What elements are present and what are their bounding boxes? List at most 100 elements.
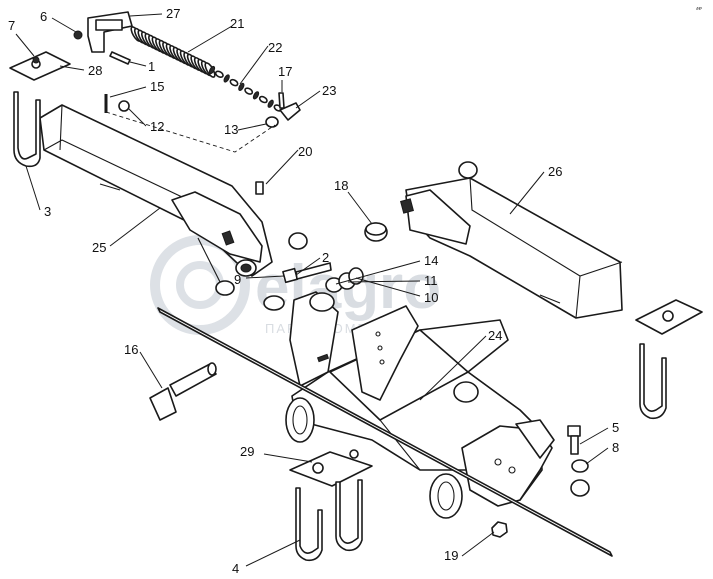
part-22-chain: [208, 65, 283, 112]
callout-label: 13: [224, 122, 238, 137]
callout-15: 15: [109, 79, 164, 98]
callout-label: 29: [240, 444, 254, 459]
part-2-bolt-assembly: [282, 262, 364, 293]
part-8-washer: [570, 459, 590, 497]
callout-label: 17: [278, 64, 292, 79]
part-24-main-frame: [285, 291, 555, 519]
callout-28: 28: [59, 63, 102, 78]
chain-link: [214, 70, 224, 78]
callout-leader-line: [15, 33, 35, 57]
part-6-screw: [73, 30, 83, 40]
chain-link: [208, 65, 216, 75]
callout-label: 25: [92, 240, 106, 255]
part-3-u-bolt-left: [13, 91, 41, 168]
part-17-bolt: [278, 92, 285, 109]
callout-label: 27: [166, 6, 180, 21]
part-25-left-arm: [39, 104, 273, 296]
callout-27: 27: [129, 6, 180, 21]
part-21-spring: [130, 26, 216, 78]
callout-leader-line: [265, 149, 299, 185]
callout-11: 11: [347, 273, 438, 288]
part-23-shackle: [279, 102, 301, 121]
part-5-bolt: [567, 425, 581, 455]
callout-16: 16: [124, 342, 163, 389]
callout-leader-line: [335, 260, 421, 285]
callout-20: 20: [265, 144, 312, 185]
callout-29: 29: [240, 444, 313, 463]
callout-2: 2: [295, 250, 329, 276]
callout-label: 19: [444, 548, 458, 563]
callout-leader-line: [187, 25, 233, 53]
u-bolt-right: [639, 343, 667, 420]
callout-label: 5: [612, 420, 619, 435]
callout-leader-line: [59, 65, 85, 71]
callout-leader-line: [139, 351, 163, 389]
callout-leader-line: [295, 90, 321, 109]
part-29-clamp-plate: [289, 449, 373, 487]
callout-leader-line: [509, 171, 545, 215]
callout-leader-line: [347, 191, 373, 225]
callout-label: 7: [8, 18, 15, 33]
callout-label: 9: [234, 272, 241, 287]
callout-26: 26: [509, 164, 562, 215]
callout-label: 6: [40, 9, 47, 24]
callout-leader-line: [419, 335, 487, 401]
callout-24: 24: [419, 328, 502, 401]
callout-leader-line: [127, 107, 147, 127]
callout-label: 15: [150, 79, 164, 94]
part-27-bracket: [87, 11, 133, 53]
chain-link: [258, 95, 268, 104]
callout-leader-line: [347, 280, 421, 283]
callout-label: 11: [424, 273, 438, 288]
callout-4: 4: [232, 539, 301, 576]
arm-bushings: [263, 232, 308, 311]
assembly-line-dashed: [105, 111, 276, 153]
clamp-plate-right: [635, 299, 703, 335]
callout-label: 8: [612, 440, 619, 455]
frame-flat-strip: [157, 307, 613, 557]
callout-label: 23: [322, 83, 336, 98]
chain-link: [244, 87, 254, 95]
callout-leader-line: [25, 165, 41, 211]
part-16-axle-pin: [149, 362, 217, 421]
callout-13: 13: [224, 122, 267, 137]
part-13-ring: [265, 116, 279, 128]
callout-label: 4: [232, 561, 239, 576]
callout-label: 22: [268, 40, 282, 55]
callout-12: 12: [127, 107, 164, 134]
part-18-bushing: [364, 222, 388, 242]
callout-8: 8: [585, 440, 619, 465]
callout-14: 14: [335, 253, 438, 285]
callout-label: 18: [334, 178, 348, 193]
callout-17: 17: [278, 64, 292, 92]
callout-label: 20: [298, 144, 312, 159]
callout-label: 3: [44, 204, 51, 219]
part-1-pin: [109, 51, 131, 65]
callout-label: 12: [150, 119, 164, 134]
callout-leader-line: [239, 45, 269, 85]
callout-9: 9: [234, 272, 285, 287]
callout-leader-line: [355, 277, 421, 297]
chain-link: [267, 99, 274, 108]
part-26-right-arm: [400, 177, 623, 319]
callout-22: 22: [239, 40, 282, 85]
callout-leader-line: [109, 207, 161, 247]
callout-25: 25: [92, 207, 161, 255]
corner-mark: 𝓌: [696, 2, 703, 12]
callout-21: 21: [187, 16, 244, 53]
callout-leader-line: [461, 531, 495, 557]
callout-6: 6: [40, 9, 77, 33]
callout-leader-line: [129, 61, 147, 67]
callout-label: 14: [424, 253, 438, 268]
callout-label: 24: [488, 328, 502, 343]
chain-link: [238, 82, 245, 91]
callout-7: 7: [8, 18, 35, 57]
callout-5: 5: [579, 420, 619, 445]
callout-leader-line: [51, 17, 77, 33]
callout-label: 21: [230, 16, 244, 31]
callout-3: 3: [25, 165, 51, 219]
callout-label: 2: [322, 250, 329, 265]
